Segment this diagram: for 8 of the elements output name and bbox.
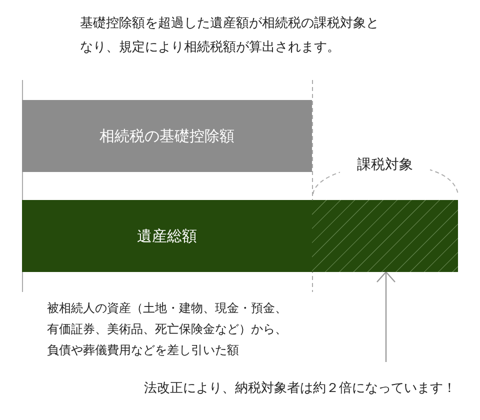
title-text: 基礎控除額を超過した遺産額が相続税の課税対象となり、規定により相続税額が算出されます。 (80, 15, 380, 57)
deduction-bar: 相続税の基礎控除額 (22, 100, 312, 172)
taxable-label: 課税対象 (340, 156, 430, 174)
estate-description: 被相続人の資産（土地・建物、現金・預金、有価証券、美術品、死亡保険金など）から、負債や葬儀費用などを差し引いた額 (47, 300, 288, 359)
estate-total-bar: 遺産総額 (22, 200, 458, 272)
arrow (376, 271, 396, 362)
hatched-taxable-area (312, 200, 458, 272)
note-text: 法改正により、納税対象者は約２倍になっています！ (120, 376, 480, 400)
